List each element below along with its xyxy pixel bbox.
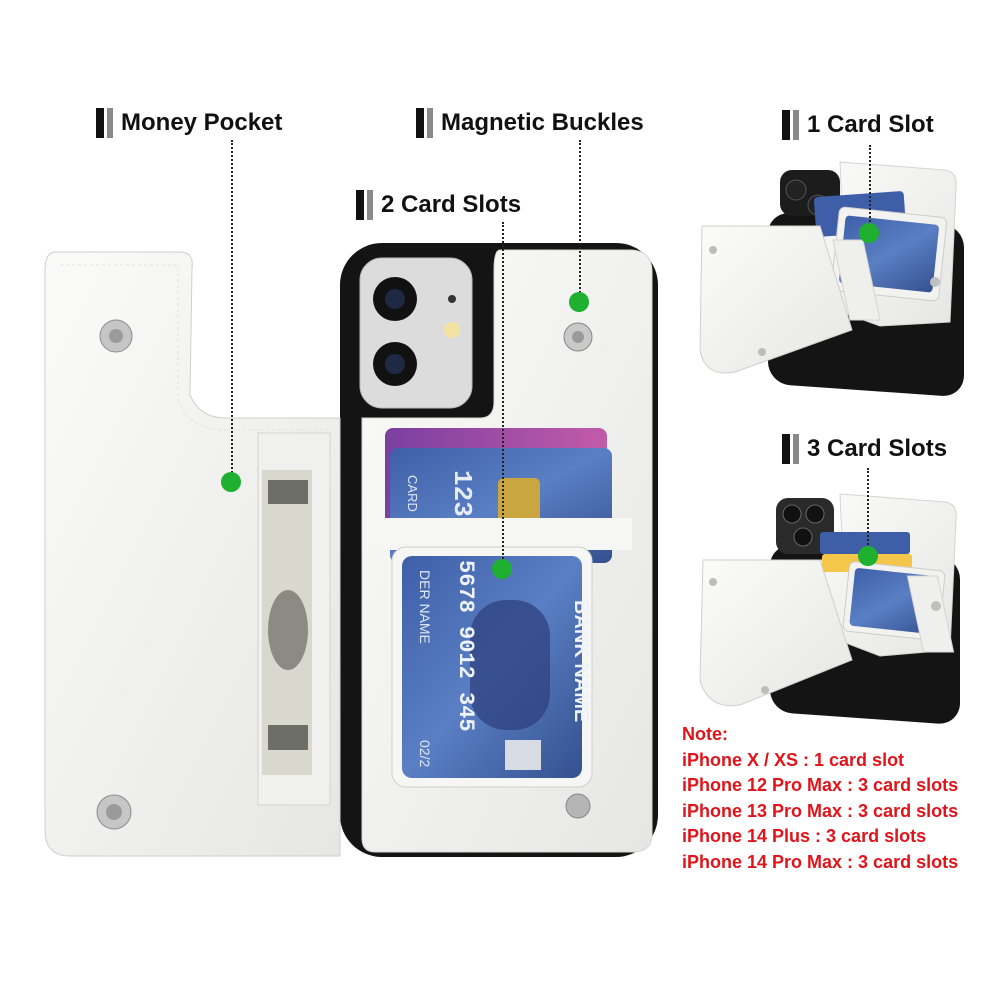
label-bar-icon: [356, 190, 373, 220]
two-card-slots-marker: [492, 559, 512, 579]
variant-three-card-slots: [699, 493, 960, 724]
magnetic-buckles-leader: [579, 140, 581, 300]
note-title: Note:: [682, 724, 728, 744]
money-pocket-marker: [221, 472, 241, 492]
bank-name: BANK NAME: [570, 600, 592, 722]
three-card-slots-leader: [867, 468, 869, 556]
magnetic-button-bottom: [565, 793, 591, 819]
two-card-slots-leader: [502, 222, 504, 567]
magnetic-buckles-label: Magnetic Buckles: [416, 108, 644, 138]
three-card-slots-label: 3 Card Slots: [782, 434, 947, 464]
label-bar-icon: [416, 108, 433, 138]
magnetic-buckles-text: Magnetic Buckles: [441, 109, 644, 136]
money-pocket-label: Money Pocket: [96, 108, 282, 138]
card-label-back: CARD: [405, 475, 420, 512]
two-card-slots-label: 2 Card Slots: [356, 190, 521, 220]
expiry-date: 02/2: [417, 740, 433, 767]
three-card-slots-marker: [858, 546, 878, 566]
one-card-slot-text: 1 Card Slot: [807, 111, 934, 138]
two-card-slots-text: 2 Card Slots: [381, 191, 522, 218]
holder-name: DER NAME: [417, 570, 433, 644]
main-flap: [44, 251, 341, 857]
note-line: iPhone 13 Pro Max : 3 card slots: [682, 800, 959, 821]
note-line: iPhone 14 Plus : 3 card slots: [682, 826, 927, 846]
label-bar-icon: [96, 108, 113, 138]
card-number-back: 123: [447, 470, 477, 517]
main-case: 123 CARD BANK NAME 5678 9012 345 DER NAM…: [340, 243, 658, 857]
note-line: iPhone 14 Pro Max : 3 card slots: [682, 851, 959, 872]
label-bar-icon: [782, 110, 799, 140]
one-card-slot-marker: [859, 223, 879, 243]
variant-one-card-slot: [699, 161, 964, 396]
label-bar-icon: [782, 434, 799, 464]
magnetic-buckles-marker: [569, 292, 589, 312]
compatibility-note: Note: iPhone X / XS : 1 card slot iPhone…: [682, 722, 958, 875]
money-pocket-text: Money Pocket: [121, 109, 283, 136]
note-line: iPhone 12 Pro Max : 3 card slots: [682, 775, 959, 795]
three-card-slots-text: 3 Card Slots: [807, 435, 948, 462]
money-pocket-leader: [231, 140, 233, 480]
one-card-slot-label: 1 Card Slot: [782, 110, 934, 140]
one-card-slot-leader: [869, 145, 871, 233]
note-line: iPhone X / XS : 1 card slot: [682, 749, 905, 770]
card-number-front: 5678 9012 345: [453, 560, 478, 732]
